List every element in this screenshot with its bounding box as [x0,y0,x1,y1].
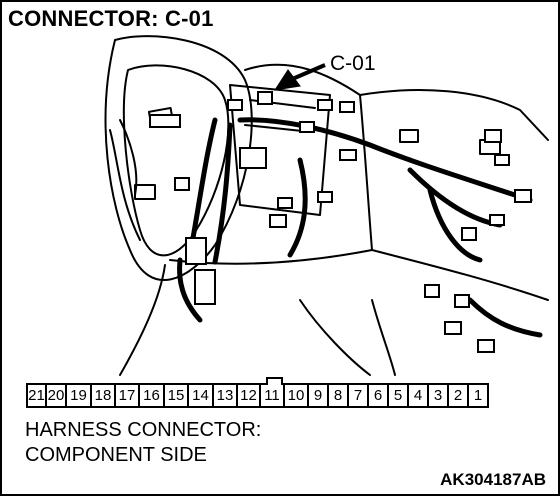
pin-10: 10 [283,383,307,408]
pin-2: 2 [447,383,467,408]
pin-20: 20 [45,383,65,408]
pin-13: 13 [212,383,236,408]
pin-4: 4 [407,383,427,408]
pin-18: 18 [90,383,114,408]
pin-3: 3 [427,383,447,408]
harness-connector: 21 20 19 18 17 16 15 14 13 12 11 10 9 8 … [26,377,489,408]
pin-15: 15 [163,383,187,408]
dashboard-harness-illustration [104,35,549,376]
figure-code: AK304187AB [440,470,546,489]
pin-17: 17 [114,383,138,408]
side-label-line1: HARNESS CONNECTOR: [25,419,262,441]
side-label-line2: COMPONENT SIDE [25,444,207,466]
pin-14: 14 [187,383,212,408]
pin-19: 19 [65,383,90,408]
pin-5: 5 [387,383,407,408]
connector-side-label: HARNESS CONNECTOR: COMPONENT SIDE [25,418,261,468]
pin-6: 6 [367,383,387,408]
pin-1: 1 [467,383,489,408]
pin-12: 12 [236,383,259,408]
callout-label: C-01 [330,52,376,75]
pin-16: 16 [138,383,163,408]
pin-11: 11 [259,377,283,408]
connector-title: CONNECTOR: C-01 [8,6,214,31]
pin-21: 21 [26,383,45,408]
pin-7: 7 [347,383,367,408]
pin-9: 9 [307,383,327,408]
pin-8: 8 [327,383,347,408]
